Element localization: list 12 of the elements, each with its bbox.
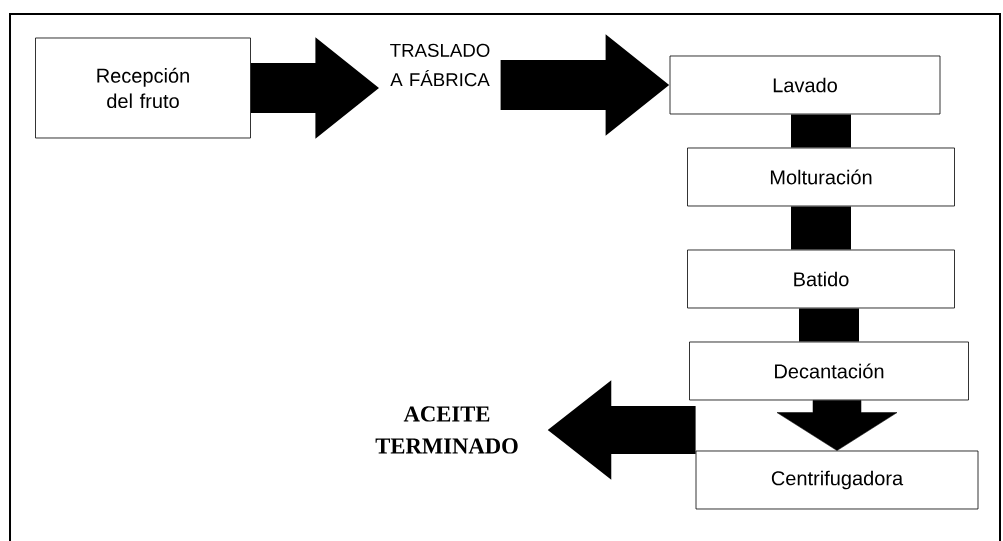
process-box: Batido: [687, 249, 955, 309]
connector-bar: [791, 114, 851, 148]
process-box: Lavado: [669, 55, 941, 115]
connector-bar: [791, 206, 851, 250]
step-label: TRASLADO A FÁBRICA: [390, 43, 490, 87]
process-box: Molturación: [687, 147, 955, 207]
process-box: Centrifugadora: [695, 450, 979, 510]
block-arrow: [776, 400, 898, 451]
connector-bar: [799, 308, 859, 342]
process-box: Recepción del fruto: [35, 37, 251, 139]
result-label: ACEITE TERMINADO: [375, 406, 518, 454]
process-box: Decantación: [689, 341, 969, 401]
